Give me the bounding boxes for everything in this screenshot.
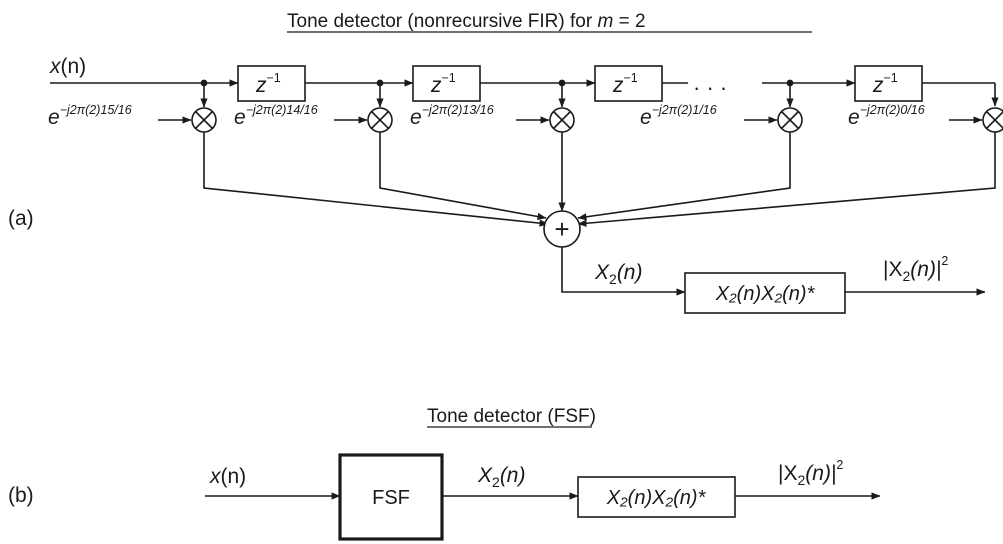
part-a-diagram: Tone detector (nonrecursive FIR) for m =… [8,11,1003,314]
delay-block-1: z−1 [237,65,306,102]
product-4-line [577,132,791,221]
delay-block-2: z−1 [412,65,481,102]
coefficient-label-1: e−j2π(2)15/16 [48,103,132,129]
part-b-magnitude-label: |X2(n)|2 [778,458,843,488]
multiplier-4 [777,107,803,133]
multiplier-5 [982,107,1003,133]
product-1-line [203,132,549,227]
coefficient-label-4: e−j2π(2)1/16 [640,103,717,129]
panel-label-a: (a) [8,207,34,230]
coefficient-label-2: e−j2π(2)14/16 [234,103,318,129]
delay-block-3: z−1 [594,65,663,102]
multiplier-2 [367,107,393,133]
part-b-input-label: x(n) [209,465,246,488]
magnitude-squared-block: X₂(n)X₂(n)* [684,272,846,314]
part-b-x2-label: X2(n) [477,464,525,490]
magnitude-output-label: |X2(n)|2 [883,254,948,284]
fsf-block: FSF [338,453,444,541]
ellipsis: · · · [693,75,727,100]
svg-text:X₂(n)X₂(n)*: X₂(n)X₂(n)* [606,487,707,509]
product-2-line [379,132,547,221]
part-b-diagram: Tone detector (FSF) (b) x(n) FSF X2(n) X… [8,406,881,541]
part-a-input-label: x(n) [49,55,86,78]
multiplier-3 [549,107,575,133]
summer-output-line [561,247,686,296]
svg-text:FSF: FSF [372,487,410,509]
multiplier-1 [191,107,217,133]
svg-text:z−1: z−1 [430,71,456,97]
panel-label-b: (b) [8,484,34,507]
delay-block-4: z−1 [854,65,923,102]
svg-text:+: + [554,214,569,244]
svg-text:X₂(n)X₂(n)*: X₂(n)X₂(n)* [715,283,816,305]
product-5-line [577,132,996,227]
part-b-magnitude-block: X₂(n)X₂(n)* [577,476,736,518]
x2-output-label: X2(n) [594,261,642,287]
svg-text:z−1: z−1 [612,71,638,97]
coefficient-label-5: e−j2π(2)0/16 [848,103,925,129]
svg-text:z−1: z−1 [872,71,898,97]
summer: + [543,210,581,248]
part-b-title: Tone detector (FSF) [427,406,596,427]
part-a-title: Tone detector (nonrecursive FIR) for m =… [287,11,646,32]
coefficient-label-3: e−j2π(2)13/16 [410,103,494,129]
svg-text:z−1: z−1 [255,71,281,97]
